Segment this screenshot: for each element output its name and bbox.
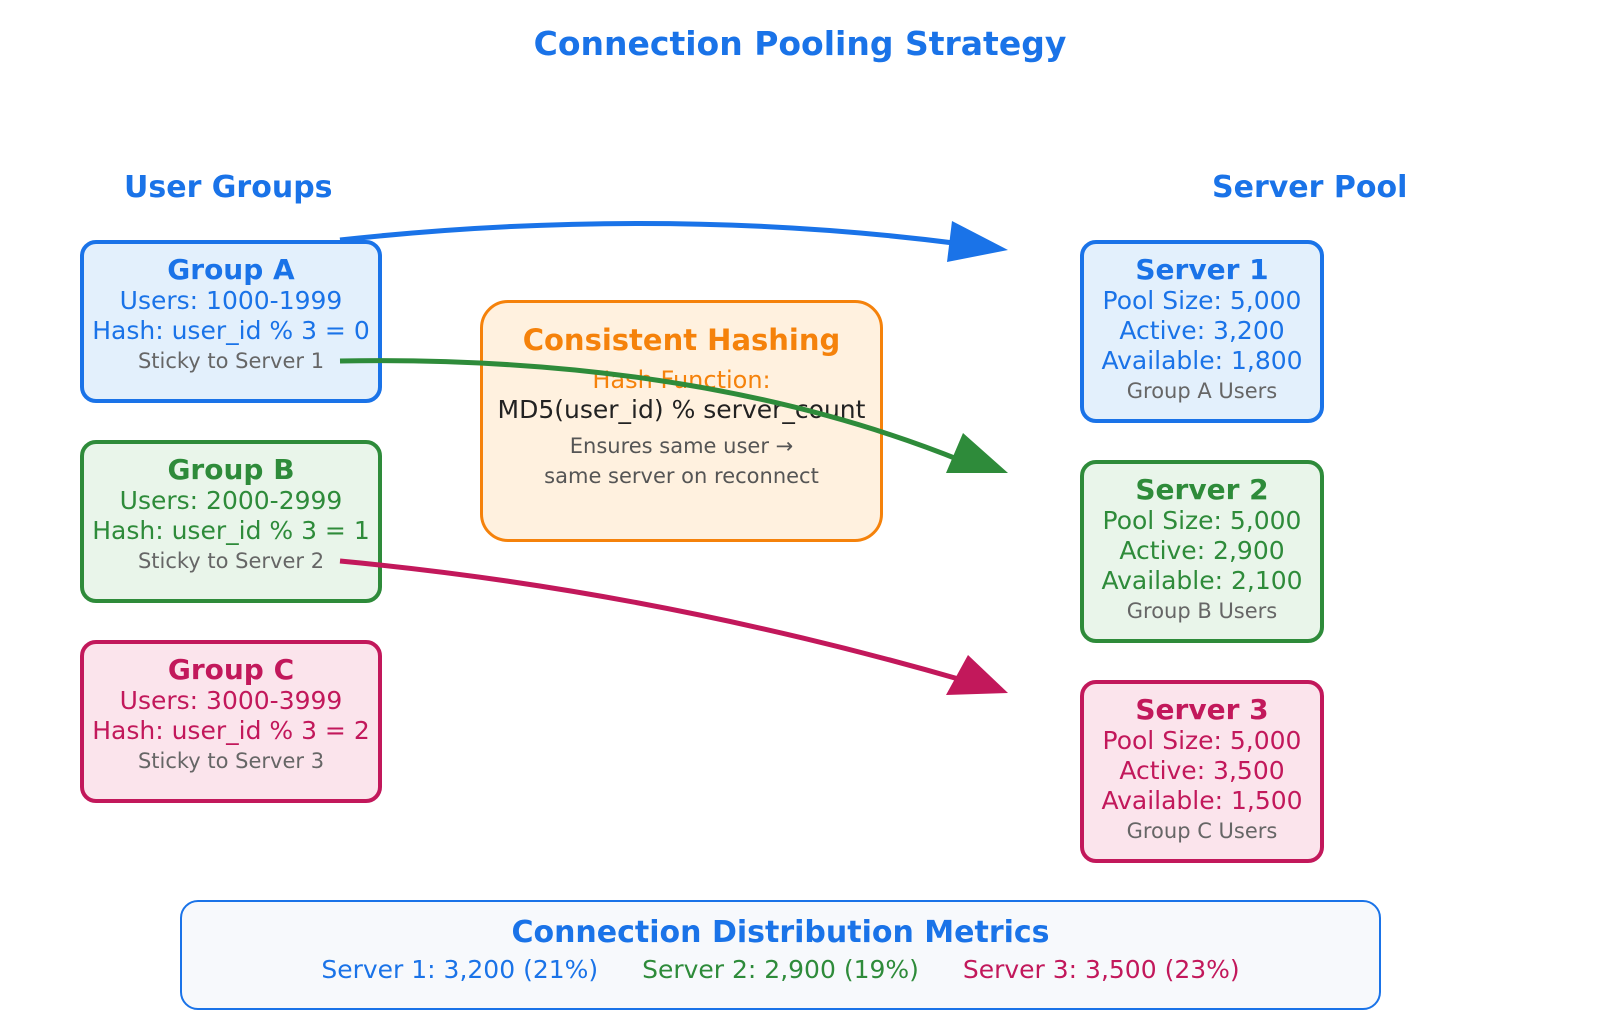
- consistent-hashing-box: Consistent Hashing Hash Function: MD5(us…: [480, 300, 883, 542]
- arrow-head-server-2: [946, 433, 1008, 473]
- group-a-users: Users: 1000-1999: [119, 286, 343, 315]
- page-title: Connection Pooling Strategy: [533, 24, 1067, 63]
- group-b-hash: Hash: user_id % 3 = 1: [92, 516, 370, 545]
- metric-server-3: Server 3: 3,500 (23%): [962, 955, 1240, 984]
- metric-server-1: Server 1: 3,200 (21%): [321, 955, 599, 984]
- metrics-panel: Connection Distribution Metrics Server 1…: [180, 900, 1381, 1010]
- server-1-users: Group A Users: [1126, 379, 1278, 403]
- group-b-box: Group B Users: 2000-2999 Hash: user_id %…: [80, 440, 382, 603]
- group-c-title: Group C: [167, 653, 295, 686]
- arrow-head-server-1: [947, 221, 1008, 262]
- server-1-box: Server 1 Pool Size: 5,000 Active: 3,200 …: [1080, 240, 1324, 423]
- group-c-box: Group C Users: 3000-3999 Hash: user_id %…: [80, 640, 382, 803]
- server-2-title: Server 2: [1135, 473, 1269, 506]
- group-b-title: Group B: [167, 453, 295, 486]
- server-1-title: Server 1: [1135, 253, 1269, 286]
- metrics-title: Connection Distribution Metrics: [511, 915, 1050, 950]
- group-c-hash: Hash: user_id % 3 = 2: [92, 716, 370, 745]
- hash-function-label: Hash Function:: [592, 366, 771, 394]
- server-pool-heading: Server Pool: [1212, 170, 1408, 205]
- server-3-box: Server 3 Pool Size: 5,000 Active: 3,500 …: [1080, 680, 1324, 863]
- group-a-box: Group A Users: 1000-1999 Hash: user_id %…: [80, 240, 382, 403]
- server-1-pool-size: Pool Size: 5,000: [1102, 286, 1302, 315]
- group-c-users: Users: 3000-3999: [119, 686, 343, 715]
- arrow-group-b-to-server-3: [339, 558, 963, 683]
- server-3-active: Active: 3,500: [1119, 756, 1285, 785]
- server-3-available: Available: 1,500: [1101, 786, 1303, 815]
- hashing-title: Consistent Hashing: [522, 323, 841, 357]
- server-3-pool-size: Pool Size: 5,000: [1102, 726, 1302, 755]
- group-a-title: Group A: [167, 253, 295, 286]
- arrow-head-server-3: [946, 655, 1008, 695]
- group-b-users: Users: 2000-2999: [119, 486, 343, 515]
- server-2-box: Server 2 Pool Size: 5,000 Active: 2,900 …: [1080, 460, 1324, 643]
- server-3-title: Server 3: [1135, 693, 1269, 726]
- server-1-available: Available: 1,800: [1101, 346, 1303, 375]
- group-c-sticky: Sticky to Server 3: [137, 749, 325, 773]
- hashing-note-line1: Ensures same user →: [569, 434, 794, 458]
- group-a-hash: Hash: user_id % 3 = 0: [92, 316, 370, 345]
- metric-server-2: Server 2: 2,900 (19%): [642, 955, 919, 984]
- hash-function-expression: MD5(user_id) % server_count: [497, 395, 866, 424]
- user-groups-heading: User Groups: [124, 170, 333, 205]
- metrics-row: Server 1: 3,200 (21%) Server 2: 2,900 (1…: [182, 954, 1379, 986]
- server-2-active: Active: 2,900: [1119, 536, 1285, 565]
- arrow-group-a-to-server-1: [339, 220, 963, 247]
- group-a-sticky: Sticky to Server 1: [137, 349, 325, 373]
- hashing-note-line2: same server on reconnect: [544, 464, 819, 488]
- server-1-active: Active: 3,200: [1119, 316, 1285, 345]
- server-2-pool-size: Pool Size: 5,000: [1102, 506, 1302, 535]
- server-3-users: Group C Users: [1126, 819, 1278, 843]
- server-2-users: Group B Users: [1126, 599, 1278, 623]
- group-b-sticky: Sticky to Server 2: [137, 549, 325, 573]
- server-2-available: Available: 2,100: [1101, 566, 1303, 595]
